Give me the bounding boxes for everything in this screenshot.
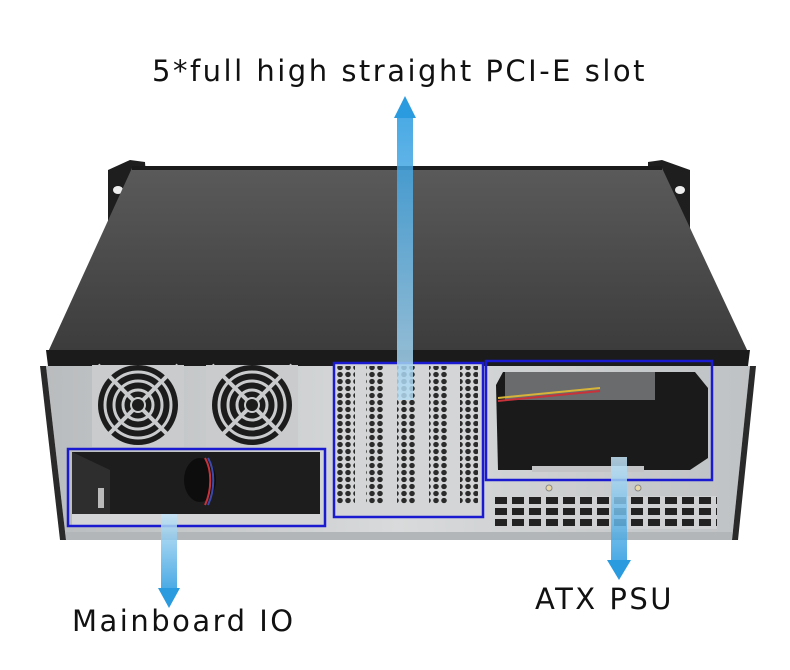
psu-highlight-box	[484, 359, 714, 482]
pcie-slot-5	[460, 366, 478, 504]
pcie-slot-3	[397, 366, 415, 504]
pcie-slot-1	[337, 366, 355, 504]
fan-grille-icon	[206, 363, 298, 447]
pcie-slots-region	[332, 361, 485, 519]
arrow-up-icon	[394, 96, 416, 400]
pcie-slot-label: 5*full high straight PCI-E slot	[152, 54, 647, 88]
vent-grille	[495, 496, 717, 529]
mainboard-io-label: Mainboard IO	[72, 604, 296, 638]
atx-psu-label: ATX PSU	[535, 582, 675, 616]
pcie-slot-4	[429, 366, 447, 504]
mainboard-io-highlight-box	[66, 447, 327, 528]
arrow-down-icon	[158, 514, 180, 608]
mainboard-io-region	[66, 447, 327, 528]
pcie-slot-2	[366, 366, 384, 504]
fan-grille-icon	[92, 363, 184, 447]
arrow-down-icon	[607, 457, 631, 580]
atx-psu-region	[484, 359, 714, 492]
